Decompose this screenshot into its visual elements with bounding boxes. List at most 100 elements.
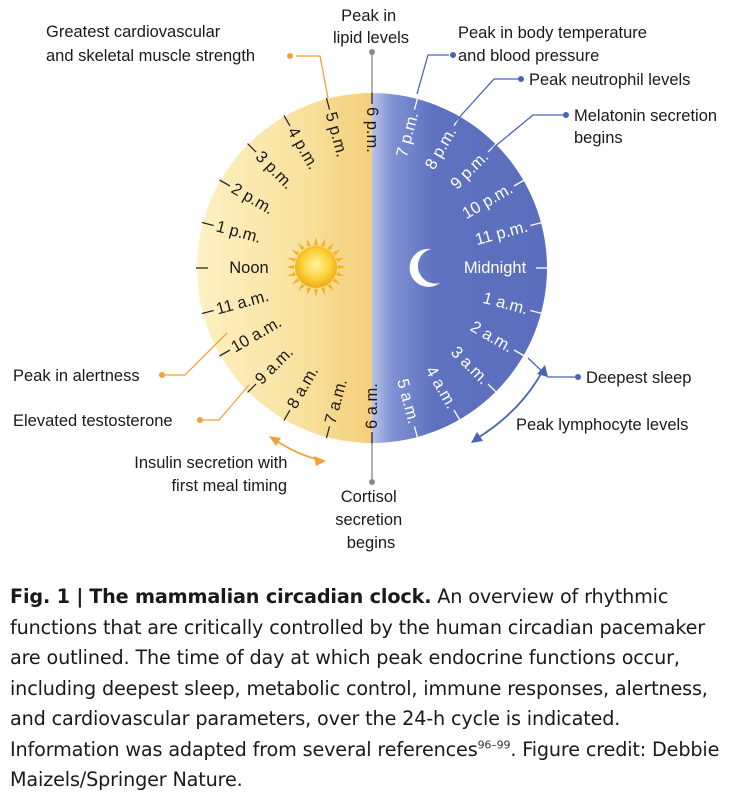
testosterone-line-1: Elevated testosterone [13, 412, 173, 430]
deepest-sleep-annotation: Deepest sleep [586, 369, 692, 387]
melatonin-line-2: begins [574, 129, 623, 147]
deepest-sleep-dot [575, 374, 581, 380]
sun-ray [337, 265, 346, 269]
lymphocyte-arrowhead-end [537, 365, 548, 377]
tick-3am [487, 383, 497, 393]
lipid-levels-dot [369, 49, 375, 55]
body-temperature-dot [450, 52, 456, 58]
tick-7pm [413, 97, 419, 110]
sun-ray [298, 283, 305, 292]
sun-ray [327, 283, 334, 292]
muscle-strength-annotation: Greatest cardiovascular and skeletal mus… [46, 23, 255, 65]
caption-title: The mammalian circadian clock. [89, 585, 432, 608]
tick-2pm [219, 179, 231, 187]
melatonin-line-1: Melatonin secretion [574, 107, 717, 125]
sun-ray [320, 287, 326, 296]
body-temperature-connector [416, 54, 449, 95]
cortisol-annotation: Cortisol secretion begins [335, 488, 407, 552]
sun-ray [291, 249, 300, 256]
figure-caption: Fig. 1 | The mammalian circadian clock. … [10, 582, 735, 796]
tick-7am [325, 426, 331, 439]
lipid-levels-line-2: lipid levels [333, 29, 409, 47]
caption-label: Fig. 1 | [10, 585, 84, 608]
hour-label-midnight: Midnight [464, 259, 527, 277]
cortisol-dot [369, 479, 375, 485]
sun-ray [286, 265, 295, 269]
tick-5pm [325, 97, 331, 110]
hour-label-6am: 6 a.m. [363, 383, 381, 429]
cortisol-line-1: Cortisol [341, 488, 397, 506]
lymphocyte-line-1: Peak lymphocyte levels [516, 416, 688, 434]
alertness-connector [164, 332, 228, 376]
day-half [197, 93, 372, 443]
melatonin-connector [492, 114, 563, 149]
alertness-line-1: Peak in alertness [13, 367, 140, 385]
lymphocyte-annotation: Peak lymphocyte levels [516, 416, 688, 434]
tick-5am [413, 426, 419, 439]
tick-4pm [283, 115, 291, 127]
sun-ray [320, 238, 326, 247]
muscle-strength-line-2: and skeletal muscle strength [46, 47, 255, 65]
sun-ray [287, 271, 296, 277]
tick-1pm [201, 221, 214, 227]
tick-4am [453, 409, 461, 421]
lymphocyte-timing-arrow [475, 371, 543, 440]
neutrophil-line-1: Peak neutrophil levels [529, 71, 690, 89]
muscle-strength-connector [296, 55, 329, 99]
lipid-levels-annotation: Peak in lipid levels [333, 7, 409, 47]
tick-11am [201, 309, 214, 315]
sun-ray [314, 237, 318, 246]
tick-8am [283, 409, 291, 421]
sun-ray [291, 278, 300, 285]
insulin-arrowhead-start [269, 436, 281, 446]
sun-ray [336, 257, 345, 263]
tick-9pm [487, 143, 497, 153]
sun-ray [332, 278, 341, 285]
muscle-strength-line-1: Greatest cardiovascular [46, 23, 221, 41]
sun-ray [336, 271, 345, 277]
hour-ticks [196, 92, 548, 444]
tick-10pm [513, 179, 525, 187]
tick-11pm [530, 221, 543, 227]
caption-credit: . Figure credit: Debbie Maizels/Springer… [10, 737, 720, 792]
insulin-line-1: Insulin secretion with [134, 454, 287, 472]
tick-2am [513, 349, 525, 357]
tick-9am [247, 383, 257, 393]
deepest-sleep-line-1: Deepest sleep [586, 369, 692, 387]
tick-10am [219, 349, 231, 357]
testosterone-connector [201, 384, 250, 421]
deepest-sleep-connector [527, 357, 576, 378]
neutrophil-connector [454, 78, 519, 123]
sun-icon [286, 237, 346, 297]
cortisol-line-3: begins [347, 534, 396, 552]
body-temperature-line-1: Peak in body temperature [458, 24, 647, 42]
cortisol-line-2: secretion [335, 511, 402, 529]
night-half [372, 93, 547, 443]
muscle-strength-dot [287, 53, 293, 59]
insulin-arrowhead-end [314, 456, 326, 466]
body-temperature-line-2: and blood pressure [458, 47, 599, 65]
testosterone-annotation: Elevated testosterone [13, 412, 173, 430]
hour-label-noon: Noon [229, 259, 268, 277]
alertness-annotation: Peak in alertness [13, 367, 140, 385]
sun-ray [306, 238, 312, 247]
sun-ray [327, 242, 334, 251]
neutrophil-annotation: Peak neutrophil levels [529, 71, 690, 89]
body-temperature-annotation: Peak in body temperature and blood press… [458, 24, 652, 65]
crescent-moon-icon [409, 248, 440, 287]
lipid-levels-line-1: Peak in [341, 7, 396, 25]
sun-ray [298, 242, 305, 251]
neutrophil-dot [518, 76, 524, 82]
melatonin-annotation: Melatonin secretion begins [574, 107, 722, 147]
testosterone-dot [197, 417, 203, 423]
sun-ray [287, 257, 296, 263]
insulin-annotation: Insulin secretion with first meal timing [134, 454, 292, 495]
melatonin-dot [563, 112, 569, 118]
sun-ray [332, 249, 341, 256]
alertness-dot [159, 372, 165, 378]
caption-body: An overview of rhythmic functions that a… [10, 585, 708, 761]
sun-ray [314, 288, 318, 297]
hour-label-6pm: 6 p.m. [363, 107, 381, 153]
sun-ray [306, 287, 312, 296]
